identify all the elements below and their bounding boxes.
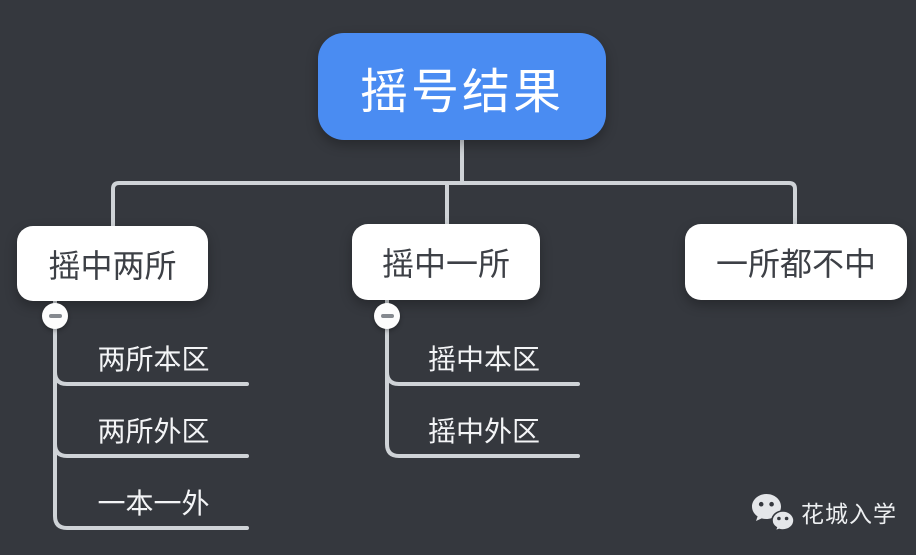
branch-topic-one-hit[interactable]: 摇中一所 [352,224,540,300]
minus-icon [380,314,394,318]
watermark-text: 花城入学 [801,501,897,527]
collapse-button-one-hit[interactable] [374,303,400,329]
watermark: 花城入学 [750,492,897,536]
subtopic-hit-outside[interactable]: 摇中外区 [427,416,540,447]
branch-topic-two-hits[interactable]: 摇中两所 [17,226,208,301]
subtopic-two-local[interactable]: 两所本区 [97,344,210,375]
wechat-icon [752,494,795,533]
subtopic-hit-local[interactable]: 摇中本区 [427,344,540,375]
subtopic-two-outside[interactable]: 两所外区 [97,416,210,447]
root-topic[interactable]: 摇号结果 [318,33,606,140]
subtopic-one-local-one-outside[interactable]: 一本一外 [97,488,210,519]
collapse-button-two-hits[interactable] [42,303,68,329]
minus-icon [48,314,62,318]
branch-topic-no-hit[interactable]: 一所都不中 [685,224,907,300]
